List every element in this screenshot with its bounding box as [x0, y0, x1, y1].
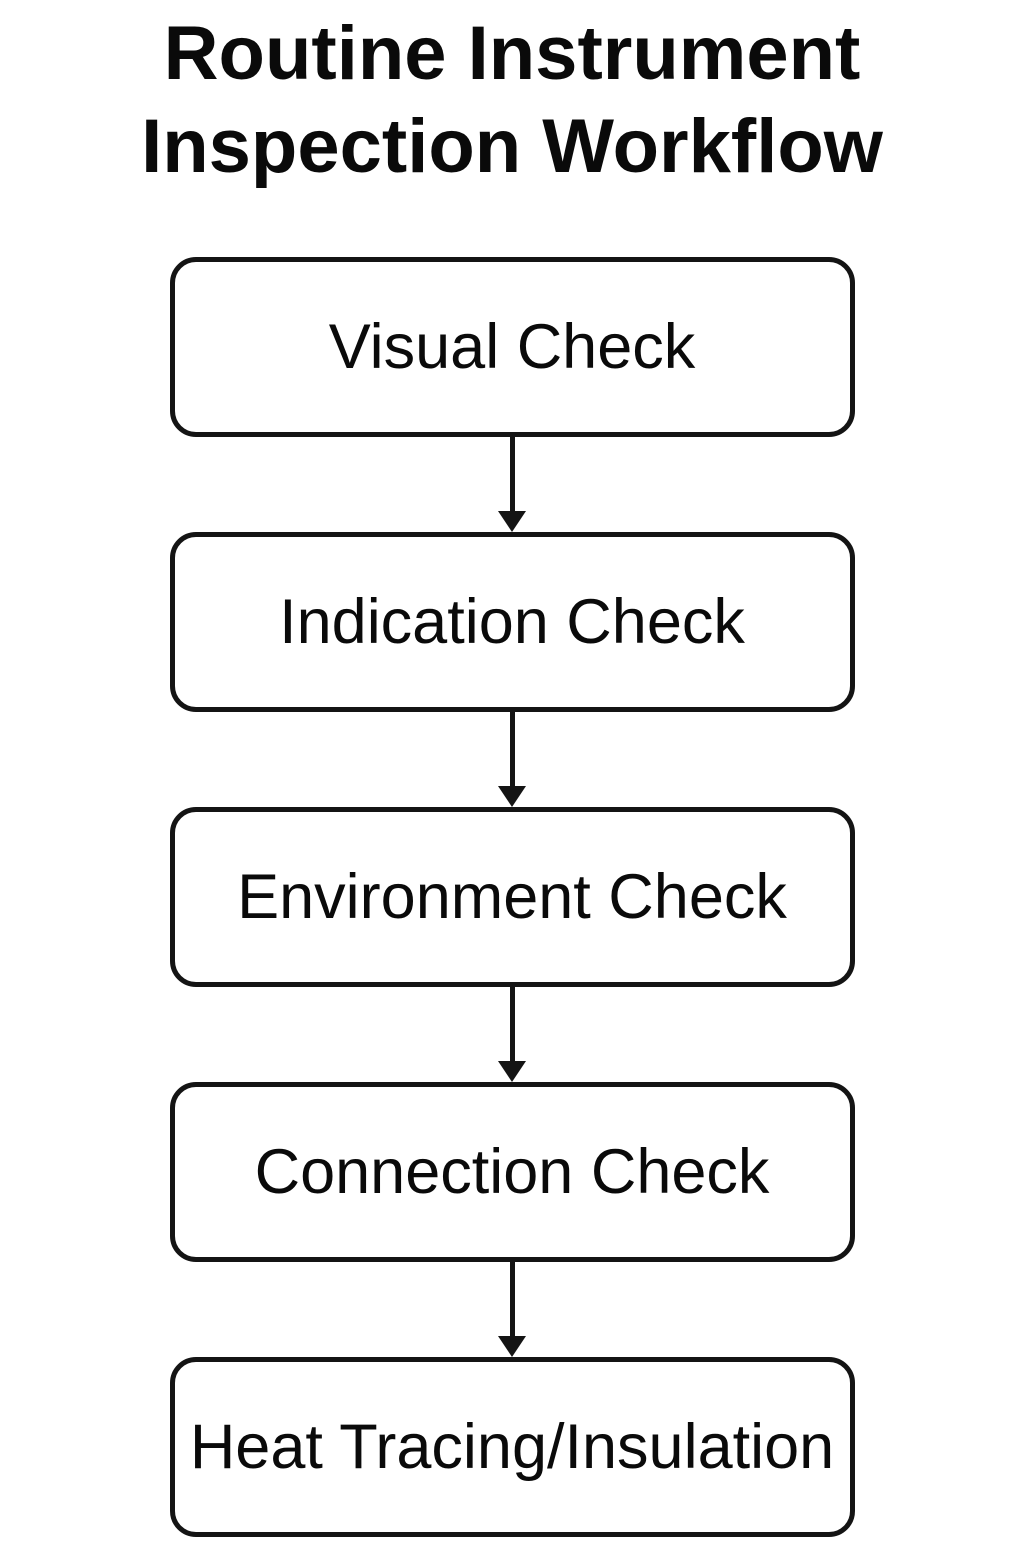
down-arrow-icon	[498, 1262, 526, 1358]
arrow-stem	[509, 437, 515, 512]
down-arrow-icon	[498, 712, 526, 808]
down-arrow-icon	[498, 987, 526, 1083]
flow-node-label: Visual Check	[328, 312, 696, 383]
flow-node-label: Environment Check	[237, 862, 787, 933]
flow-node-visual-check: Visual Check	[169, 257, 855, 438]
diagram-title-line2: Inspection Workflow	[141, 103, 883, 189]
arrow-stem	[509, 987, 515, 1062]
flow-node-indication-check: Indication Check	[169, 532, 855, 713]
arrow-head	[498, 511, 526, 533]
flow-node-label: Indication Check	[279, 587, 745, 658]
diagram-title: Routine Instrument Inspection Workflow	[0, 8, 1024, 193]
arrow-stem	[509, 1262, 515, 1337]
flow-node-label: Connection Check	[254, 1137, 770, 1208]
flowchart: Visual Check Indication Check Environmen…	[0, 257, 1024, 1538]
arrow-head	[498, 1061, 526, 1083]
flow-node-heat-tracing-insulation: Heat Tracing/Insulation	[169, 1357, 855, 1538]
diagram-title-line1: Routine Instrument	[163, 11, 861, 96]
arrow-head	[498, 786, 526, 808]
flow-node-connection-check: Connection Check	[169, 1082, 855, 1263]
down-arrow-icon	[498, 437, 526, 533]
arrow-head	[498, 1336, 526, 1358]
flow-node-environment-check: Environment Check	[169, 807, 855, 988]
flow-node-label: Heat Tracing/Insulation	[189, 1412, 835, 1483]
arrow-stem	[509, 712, 515, 787]
